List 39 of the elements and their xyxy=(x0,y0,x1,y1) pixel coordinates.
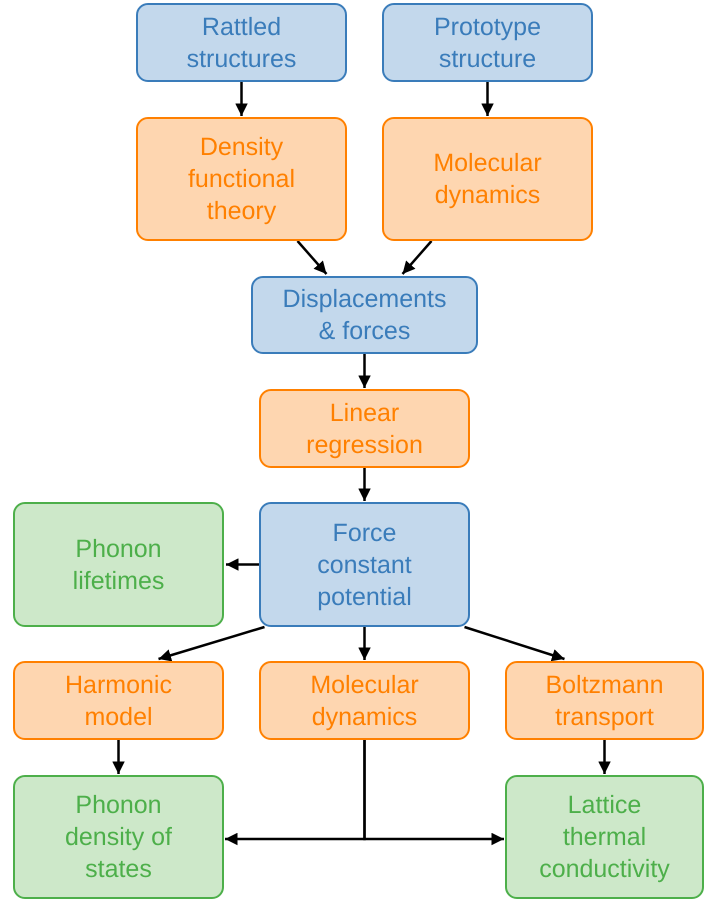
node-label: Prototype structure xyxy=(432,12,542,74)
arrow xyxy=(464,626,565,662)
data-box xyxy=(382,3,593,82)
data-box xyxy=(251,276,478,354)
method-box xyxy=(505,661,704,740)
arrow xyxy=(358,354,371,388)
arrow xyxy=(358,468,371,501)
arrow xyxy=(235,82,248,116)
arrow xyxy=(158,626,265,662)
node-label: Displacements & forces xyxy=(282,284,448,347)
method-box xyxy=(382,117,593,241)
node-label: Molecular dynamics xyxy=(309,670,420,732)
data-box xyxy=(259,502,470,627)
data-box xyxy=(136,3,347,82)
node-label: Linear regression xyxy=(305,398,424,460)
result-box xyxy=(13,502,224,627)
result-box xyxy=(505,775,704,899)
node-label: Boltzmann transport xyxy=(544,670,665,732)
result-box xyxy=(13,775,224,899)
method-box xyxy=(259,389,470,468)
node-label: Rattled structures xyxy=(186,12,298,74)
arrow xyxy=(226,558,259,571)
node-label: Molecular dynamics xyxy=(432,148,543,211)
arrow xyxy=(363,740,504,846)
arrow xyxy=(598,740,611,774)
node-label: Phonon lifetimes xyxy=(72,534,166,596)
method-box xyxy=(259,661,470,740)
node-label: Density functional theory xyxy=(186,132,296,227)
method-box xyxy=(13,661,224,740)
method-box xyxy=(136,117,347,241)
arrow xyxy=(481,82,494,116)
arrow xyxy=(358,627,371,660)
node-label: Force constant potential xyxy=(316,518,413,612)
node-label: Harmonic model xyxy=(64,670,173,732)
node-label: Lattice thermal conductivity xyxy=(538,790,671,885)
node-label: Phonon density of states xyxy=(64,790,173,885)
arrow xyxy=(112,740,125,774)
arrow xyxy=(296,240,328,275)
arrow xyxy=(402,240,432,275)
